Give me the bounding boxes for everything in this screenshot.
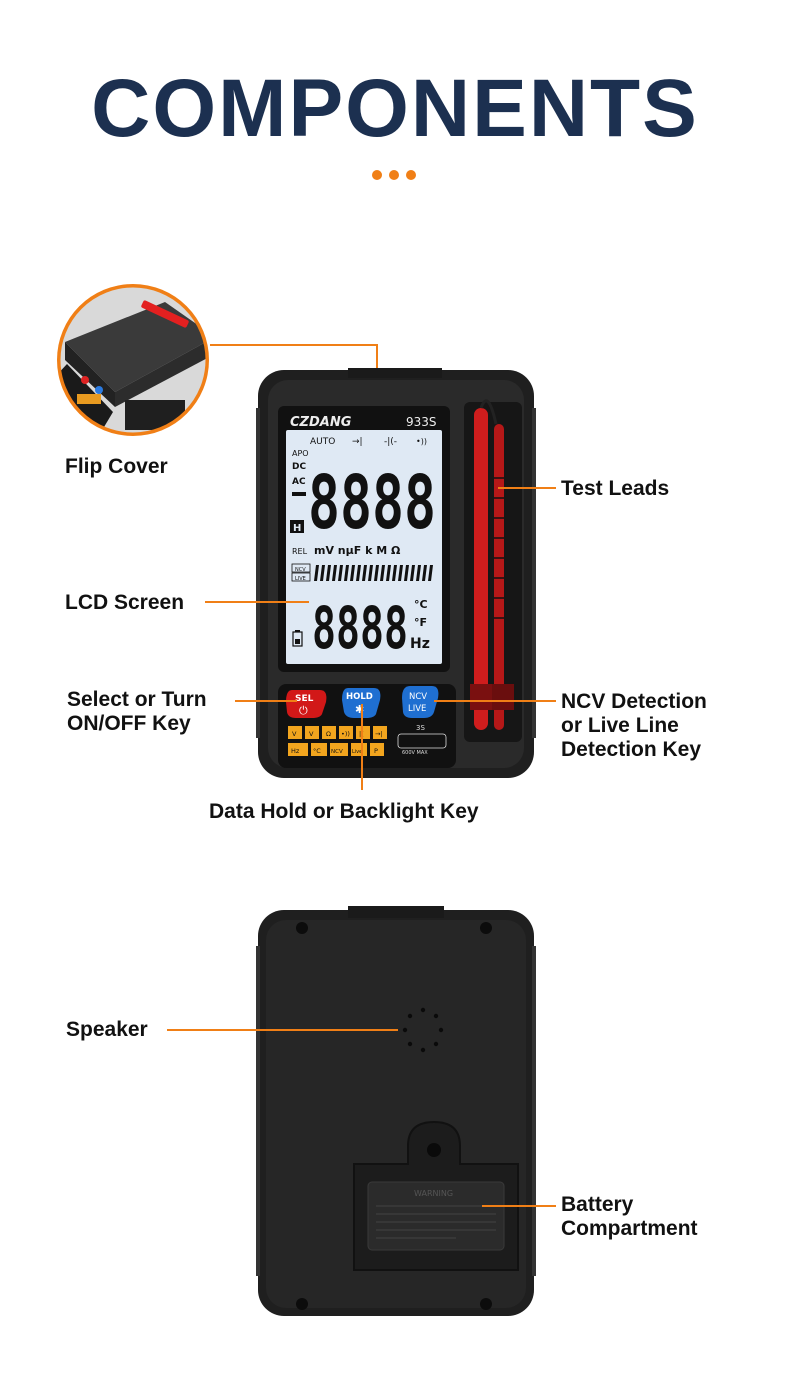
flip-cover-label: Flip Cover: [65, 455, 168, 478]
sub-display-digits: 8888: [312, 594, 408, 662]
ncv-bargraph: [314, 565, 433, 581]
flip-cover-leader-v: [376, 344, 378, 376]
speaker-leader: [167, 1029, 398, 1031]
lcd-screen-leader: [205, 601, 309, 603]
svg-text:NCV: NCV: [409, 692, 427, 702]
lcd-fahrenheit: °F: [414, 616, 427, 629]
battery-leader: [482, 1205, 556, 1207]
multimeter-back: WARNING: [256, 906, 536, 1316]
svg-text:•)): •)): [341, 730, 350, 738]
lcd-screen-label: LCD Screen: [65, 591, 185, 614]
svg-text:°C: °C: [313, 747, 321, 755]
hold-backlight-button[interactable]: HOLD ✱: [342, 688, 381, 718]
svg-text:LIVE: LIVE: [408, 704, 426, 714]
test-leads-leader: [498, 487, 556, 489]
lcd-units-row: mV nµF k M Ω: [314, 544, 401, 557]
screw-icon: [480, 1298, 492, 1310]
lcd-rel: REL: [292, 547, 308, 556]
warning-label: WARNING: [414, 1189, 453, 1198]
test-leads-label: Test Leads: [561, 477, 670, 500]
page-title: COMPONENTS: [91, 63, 699, 154]
backlight-icon: ✱: [355, 703, 364, 716]
buzzer-icon: •)): [416, 437, 427, 446]
svg-text:V: V: [292, 730, 297, 738]
dot-decoration: [372, 170, 382, 180]
main-display-digits: 8888: [308, 460, 436, 546]
flip-cover-leader-h: [210, 344, 378, 346]
speaker-label: Speaker: [66, 1018, 148, 1041]
power-icon: ⏻: [299, 704, 308, 717]
sel-power-button[interactable]: SEL ⏻: [286, 690, 327, 718]
mode-keys: V V Ω •)) |( →| Hz °C NCV Live P: [288, 726, 387, 756]
flip-cover-inset: [57, 284, 209, 436]
svg-text:P: P: [374, 747, 378, 755]
svg-text:SEL: SEL: [295, 694, 314, 704]
screw-icon: [296, 1298, 308, 1310]
ncv-key-leader: [434, 700, 556, 702]
multimeter-front: CZDANG 933S AUTO →| -|(- •)) APO DC AC 8…: [256, 368, 536, 778]
svg-text:HOLD: HOLD: [346, 692, 373, 702]
auto-off-label: 3S: [416, 724, 425, 732]
lcd-dc: DC: [292, 462, 306, 472]
brand-logo: CZDANG: [290, 415, 352, 430]
select-key-leader: [235, 700, 297, 702]
svg-text:NCV: NCV: [331, 749, 343, 755]
dot-decoration: [389, 170, 399, 180]
svg-text:Ω: Ω: [326, 730, 331, 738]
lcd-apo: APO: [292, 449, 309, 458]
diode-icon: →|: [352, 437, 363, 447]
lcd-hold-indicator: H: [293, 523, 301, 534]
screw-icon: [296, 922, 308, 934]
lcd-auto: AUTO: [310, 437, 335, 447]
lcd-ncv: NCV: [295, 567, 306, 573]
select-key-label: Select or Turn ON/OFF Key: [67, 688, 207, 735]
title-dots: [370, 170, 420, 182]
battery-icon: [292, 630, 303, 647]
lcd-ac: AC: [292, 477, 306, 487]
svg-text:V: V: [309, 730, 314, 738]
model-number: 933S: [406, 415, 437, 429]
battery-label: Battery Compartment: [561, 1193, 698, 1240]
hold-key-label: Data Hold or Backlight Key: [209, 800, 479, 823]
ncv-live-button[interactable]: NCV LIVE: [402, 686, 439, 718]
screw-icon: [480, 922, 492, 934]
hold-key-leader: [361, 704, 363, 790]
dot-decoration: [406, 170, 416, 180]
lcd-celsius: °C: [414, 598, 428, 611]
voltage-rating: 600V MAX: [402, 750, 428, 756]
svg-text:Hz: Hz: [291, 747, 300, 755]
svg-text:→|: →|: [375, 730, 383, 738]
lcd-live: LIVE: [295, 576, 306, 582]
svg-text:Live: Live: [352, 749, 362, 755]
speaker-grille: [402, 1007, 444, 1053]
capacitor-icon: -|(-: [384, 437, 397, 447]
ncv-key-label: NCV Detection or Live Line Detection Key: [561, 690, 707, 761]
lcd-hz: Hz: [410, 636, 430, 652]
